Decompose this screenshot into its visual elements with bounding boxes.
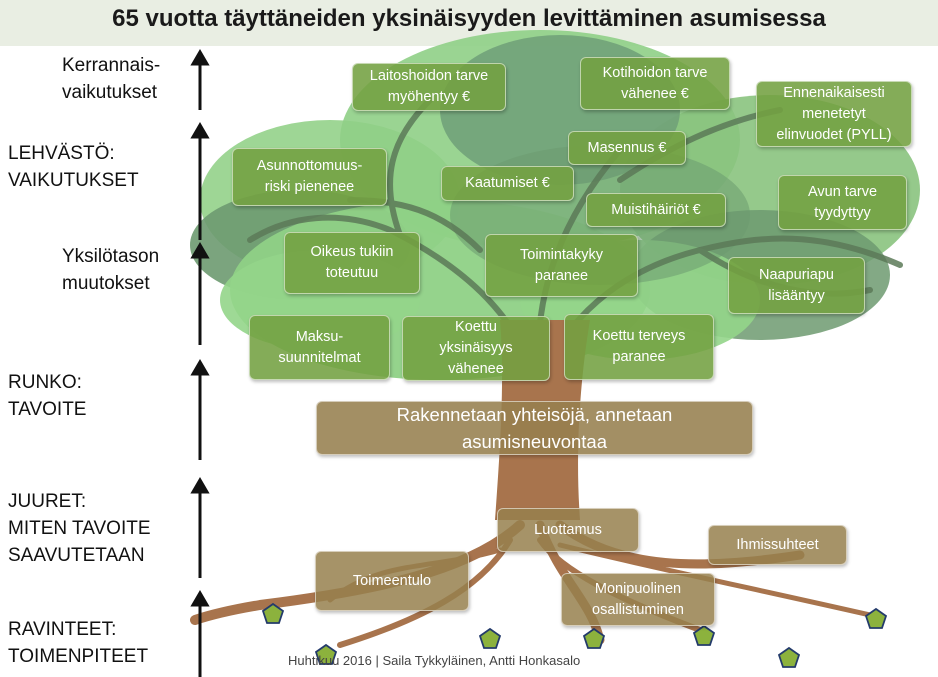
box-avun-tarve: Avun tarve tyydyttyy [778,175,907,230]
nutrient-pentagon [478,627,502,649]
box-kotihoidon: Kotihoidon tarve vähenee € [580,57,730,110]
box-kaatumiset: Kaatumiset € [441,166,574,201]
level-label-yksilotaso: Yksilötason muutokset [62,246,160,294]
box-rakennetaan: Rakennetaan yhteisöjä, annetaan asumisne… [316,401,753,455]
level-label-lehvasto: LEHVÄSTÖ: VAIKUTUKSET [8,143,139,191]
level-label-ravinteet: RAVINTEET: TOIMENPITEET [8,619,149,667]
box-toimeentulo: Toimeentulo [315,551,469,611]
box-koettu-terveys: Koettu terveys paranee [564,314,714,380]
box-ennenaikaisesti: Ennenaikaisesti menetetyt elinvuodet (PY… [756,81,912,147]
level-label-kerrannais: Kerrannais- vaikutukset [62,55,161,103]
box-toimintakyky: Toimintakyky paranee [485,234,638,297]
level-arrows [190,49,210,677]
box-masennus: Masennus € [568,131,686,165]
nutrient-pentagon [582,627,606,649]
nutrient-pentagon [261,602,285,624]
box-ihmissuhteet: Ihmissuhteet [708,525,847,565]
nutrient-pentagon [314,643,338,665]
box-oikeus-tukiin: Oikeus tukiin toteutuu [284,232,420,294]
box-naapuriapu: Naapuriapu lisääntyy [728,257,865,314]
box-laitoshoidon: Laitoshoidon tarve myöhentyy € [352,63,506,111]
nutrient-pentagon [692,624,716,646]
nutrient-pentagon [777,646,801,668]
box-asunnottomuus: Asunnottomuus- riski pienenee [232,148,387,206]
box-koettu-yksinaisyys: Koettu yksinäisyys vähenee [402,316,550,381]
level-label-runko: RUNKO: TAVOITE [8,372,87,420]
box-maksu: Maksu- suunnitelmat [249,315,390,380]
level-label-juuret: JUURET: MITEN TAVOITE SAAVUTETAAN [8,491,151,566]
box-monipuolinen: Monipuolinen osallistuminen [561,573,715,626]
nutrients [261,602,888,668]
box-luottamus: Luottamus [497,508,639,552]
box-muistihairiot: Muistihäiriöt € [586,193,726,227]
diagram-title: 65 vuotta täyttäneiden yksinäisyyden lev… [112,5,826,32]
nutrient-pentagon [864,607,888,629]
footer-credit: Huhtikuu 2016 | Saila Tykkyläinen, Antti… [288,653,581,668]
